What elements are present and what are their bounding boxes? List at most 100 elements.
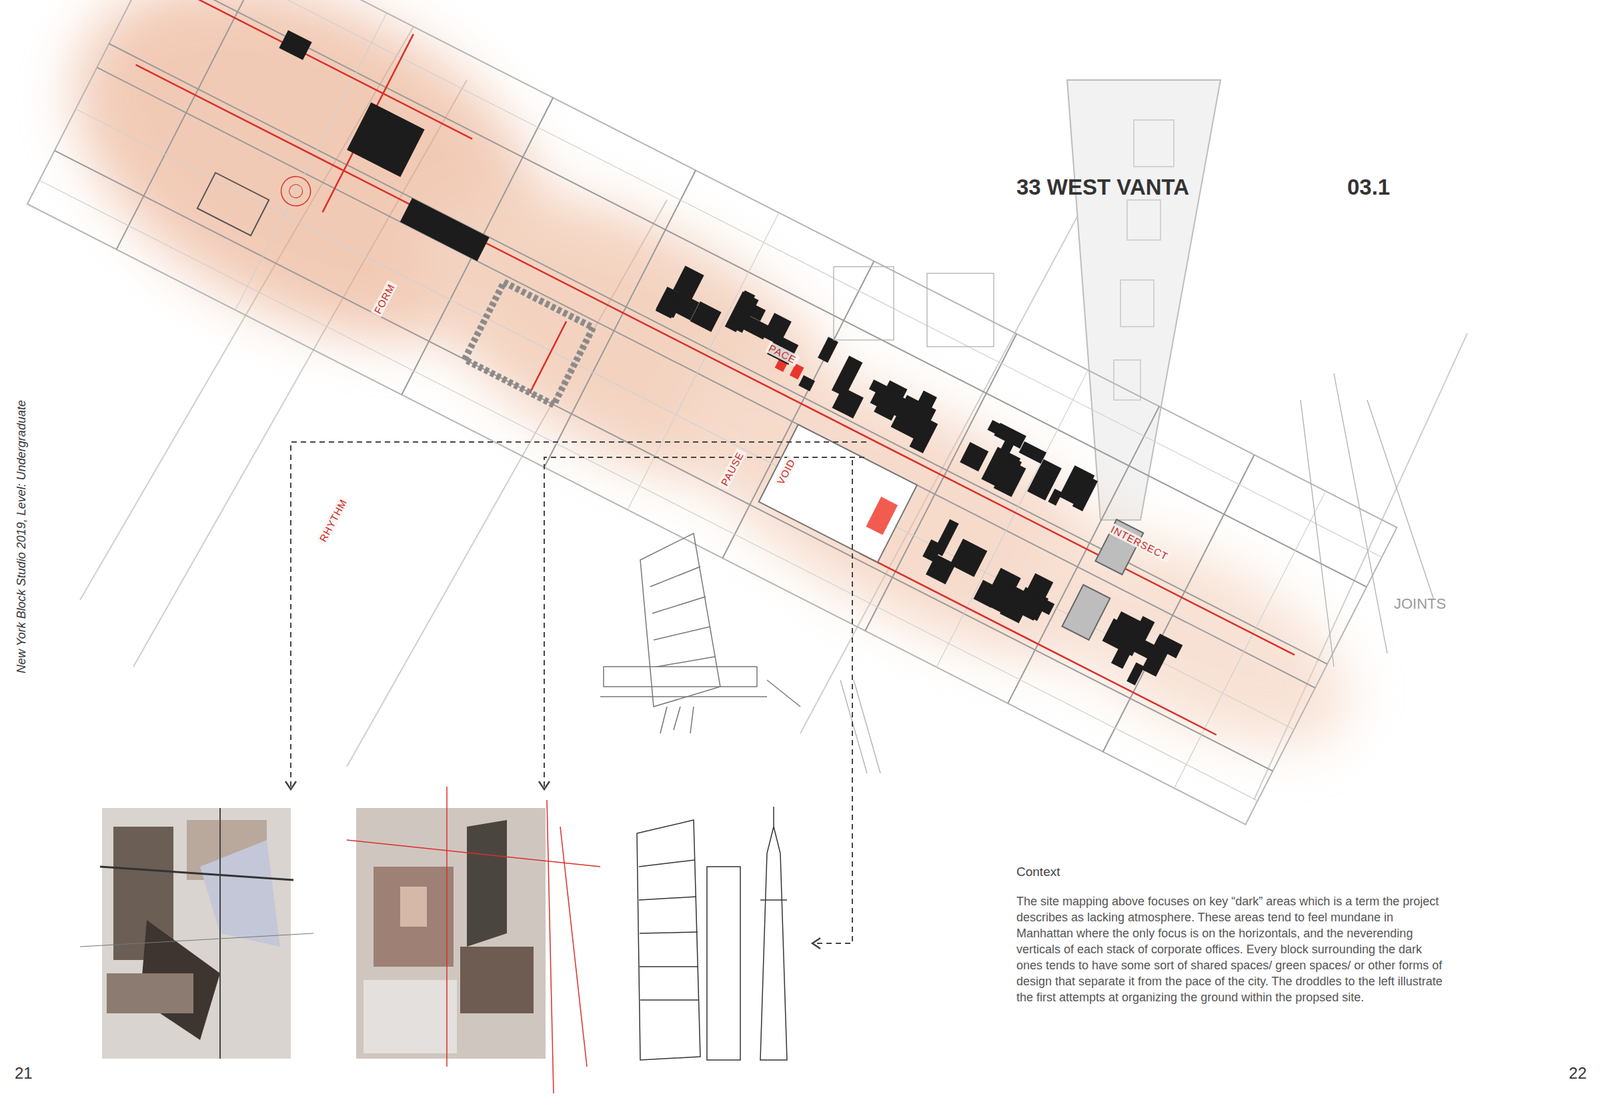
- map-drawing: [833, 266, 894, 341]
- building-footprint: [400, 198, 490, 262]
- map-drawing: [530, 321, 567, 393]
- building-footprint: [949, 538, 988, 578]
- map-drawing: [9, 0, 1433, 844]
- map-drawing: [446, 786, 448, 1068]
- map-drawing: [639, 966, 699, 968]
- section-heading: Context: [1016, 865, 1060, 880]
- map-drawing: [200, 840, 281, 948]
- map-drawing: [76, 109, 1295, 731]
- map-drawing: [15, 0, 1427, 832]
- map-drawing: [840, 680, 868, 774]
- map-drawing: [148, 0, 1368, 587]
- map-drawing: [464, 282, 594, 405]
- map-drawing: [650, 566, 701, 587]
- map-drawing: [286, 182, 305, 201]
- map-drawing: [346, 786, 601, 1094]
- map-drawing: [27, 0, 1398, 826]
- map-drawing: [460, 947, 534, 1014]
- map-drawing: [116, 0, 269, 250]
- map-drawing: [706, 867, 741, 1061]
- map-drawing: [84, 0, 1364, 757]
- building-footprint: [891, 395, 937, 443]
- map-drawing: [27, 0, 1398, 826]
- building-footprint: [278, 30, 312, 61]
- map-drawing: [1300, 400, 1334, 667]
- map-drawing: [766, 680, 801, 707]
- map-drawing: [1174, 491, 1326, 789]
- map-drawing: [276, 171, 316, 211]
- map-drawing: [1103, 454, 1255, 753]
- building-footprint: [736, 290, 755, 311]
- building-footprint: [959, 442, 989, 472]
- map-drawing: [600, 696, 767, 698]
- map-drawing: [760, 827, 787, 1061]
- building-footprint: [655, 292, 681, 319]
- map-drawing: [80, 26, 1468, 801]
- map-drawing: [1120, 280, 1154, 327]
- map-drawing: [1113, 120, 1174, 401]
- building-footprint: [798, 375, 816, 392]
- building-footprint: [1019, 441, 1048, 465]
- building-footprint: [993, 459, 1027, 498]
- building-footprint: [897, 410, 920, 436]
- page-number: 22: [1568, 1064, 1587, 1084]
- map-drawing: [1333, 373, 1388, 654]
- map-drawing: [197, 30, 1248, 697]
- map-drawing: [603, 666, 757, 687]
- map-drawing: [109, 43, 1328, 665]
- map-drawing: [760, 899, 787, 902]
- building-footprint: [1059, 465, 1096, 507]
- map-drawing: [197, 172, 269, 236]
- map-drawing: [346, 786, 601, 1094]
- map-drawing: [400, 887, 427, 928]
- map-drawing: [102, 808, 291, 1060]
- map-drawing: [27, 0, 1398, 826]
- studio-credit: New York Block Studio 2019, Level: Under…: [14, 400, 29, 674]
- map-drawing: [673, 706, 681, 731]
- map-drawing: [544, 457, 868, 787]
- map-drawing: [812, 938, 821, 950]
- map-drawing: [1061, 584, 1110, 641]
- building-footprint: [832, 387, 864, 419]
- map-drawing: [546, 800, 554, 1094]
- map-drawing: [833, 266, 1434, 774]
- map-drawing: [927, 273, 994, 347]
- map-drawing: [772, 807, 775, 828]
- map-drawing: [356, 808, 546, 1060]
- map-drawing: [789, 363, 805, 380]
- building-footprint: [869, 379, 895, 400]
- map-drawing: [690, 706, 694, 734]
- project-title: 33 WEST VANTA: [1016, 174, 1190, 201]
- page-number: 21: [14, 1064, 33, 1084]
- map-drawing: [638, 897, 697, 901]
- map-drawing: [815, 460, 853, 944]
- avenue-band: [1067, 80, 1221, 521]
- map-drawing: [660, 706, 667, 734]
- building-footprint: [346, 102, 425, 177]
- map-drawing: [853, 680, 881, 774]
- map-drawing: [219, 808, 221, 1060]
- map-drawing: [80, 933, 314, 948]
- map-drawing: [544, 170, 696, 469]
- map-label: JOINTS: [1393, 595, 1446, 613]
- map-drawing: [96, 67, 1316, 689]
- map-drawing: [285, 781, 297, 790]
- building-footprint: [1109, 611, 1150, 651]
- map-drawing: [600, 533, 801, 734]
- map-drawing: [653, 626, 711, 641]
- building-footprint: [1126, 662, 1145, 687]
- building-footprint: [817, 336, 839, 363]
- map-drawing: [1113, 360, 1141, 401]
- map-drawing: [373, 867, 454, 968]
- map-drawing: [627, 212, 779, 511]
- map-drawing: [54, 150, 1274, 772]
- building-footprint: [993, 422, 1026, 449]
- section-number: 03.1: [1347, 174, 1390, 201]
- context-paragraph: The site mapping above focuses on key “d…: [1016, 893, 1444, 1006]
- map-drawing: [656, 656, 715, 667]
- map-drawing: [1127, 200, 1161, 241]
- map-drawing: [640, 533, 721, 707]
- map-drawing: [538, 781, 550, 790]
- building-footprint: [925, 554, 956, 585]
- map-drawing: [1007, 406, 1160, 705]
